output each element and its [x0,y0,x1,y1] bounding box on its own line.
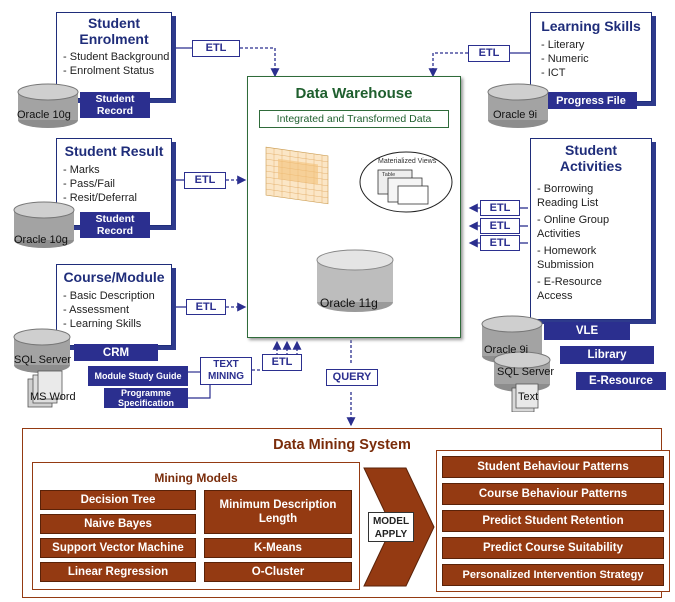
query-label: QUERY [326,369,378,386]
model-decision-tree: Decision Tree [40,490,196,510]
module-guide-bar: Module Study Guide [88,366,188,386]
warehouse-title: Data Warehouse [295,85,413,102]
activities-item: Borrowing Reading List [537,182,637,210]
output-course-behaviour: Course Behaviour Patterns [442,483,664,505]
activities-item: Online Group Activities [537,213,637,241]
result-box: Student Result Marks Pass/Fail Resit/Def… [56,138,172,226]
model-ocluster: O-Cluster [204,562,352,582]
activities-title-1: Student [564,142,618,158]
model-apply-label: MODEL APPLY [368,512,414,542]
etl-label: ETL [480,235,520,251]
crm-bar: CRM [74,344,158,361]
model-linear-regression: Linear Regression [40,562,196,582]
enrolment-title-1: Student [87,15,141,31]
table-label: Table [382,172,396,178]
database-icon [316,249,394,312]
activities-db2-label: SQL Server [497,366,555,378]
output-student-retention: Predict Student Retention [442,510,664,532]
enrolment-item: Enrolment Status [63,64,171,78]
activities-db3-label: Text [518,391,539,403]
course-word-label: MS Word [30,391,76,403]
result-item: Marks [63,163,171,177]
warehouse-db-label: Oracle 11g [320,296,378,310]
etl-label: ETL [186,299,226,315]
activities-item: Homework Submission [537,244,637,272]
activities-title-2: Activities [559,158,623,174]
course-box: Course/Module Basic Description Assessme… [56,264,172,346]
skills-item: Numeric [541,52,651,66]
etl-label: ETL [480,218,520,234]
matviews-label: Materialized Views [378,158,437,165]
activities-item: E-Resource Access [537,275,637,303]
oracle-database-icon [13,201,75,248]
result-item: Resit/Deferral [63,191,171,205]
output-intervention-strategy: Personalized Intervention Strategy [442,564,664,586]
course-db-label: SQL Server [14,354,72,366]
result-title: Student Result [64,143,164,159]
course-item: Assessment [63,303,171,317]
warehouse-subtitle: Integrated and Transformed Data [259,110,449,128]
output-course-suitability: Predict Course Suitability [442,537,664,559]
dms-title: Data Mining System [273,437,411,453]
skills-db-label: Oracle 9i [493,109,538,121]
database-stack-icon [13,328,71,408]
enrolment-record-bar: Student Record [80,92,150,118]
course-item: Basic Description [63,289,171,303]
etl-label: ETL [468,45,510,62]
vle-bar: VLE [544,322,630,340]
library-bar: Library [560,346,654,364]
etl-label: ETL [184,172,226,189]
activities-box: Student Activities Borrowing Reading Lis… [530,138,652,320]
result-record-bar: Student Record [80,212,150,238]
skills-box: Learning Skills Literary Numeric ICT [530,12,652,102]
enrolment-db-label: Oracle 10g [17,109,71,121]
mining-models-title: Mining Models [154,471,238,485]
oracle-database-icon [487,83,549,128]
etl-label: ETL [192,40,240,57]
etl-label: ETL [480,200,520,216]
result-db-label: Oracle 10g [14,234,68,246]
oracle-database-icon [17,83,79,128]
model-mdl: Minimum Description Length [204,490,352,534]
model-svm: Support Vector Machine [40,538,196,558]
progress-file-bar: Progress File [545,92,637,109]
skills-title: Learning Skills [541,18,641,34]
model-naive-bayes: Naive Bayes [40,514,196,534]
text-mining-label: TEXT MINING [200,357,252,385]
enrolment-title-2: Enrolment [79,31,149,47]
course-title: Course/Module [63,269,165,285]
etl-label: ETL [262,354,302,371]
skills-item: Literary [541,38,651,52]
model-kmeans: K-Means [204,538,352,558]
eresource-bar: E-Resource [576,372,666,390]
course-item: Learning Skills [63,317,171,331]
enrolment-item: Student Background [63,50,171,64]
materialized-views-icon [359,151,453,213]
data-cube-icon [265,146,329,205]
programme-spec-bar: Programme Specification [104,388,188,408]
result-item: Pass/Fail [63,177,171,191]
activities-db1-label: Oracle 9i [484,344,529,356]
output-student-behaviour: Student Behaviour Patterns [442,456,664,478]
enrolment-box: Student Enrolment Student Background Enr… [56,12,172,99]
database-stack-icon [481,315,551,412]
skills-item: ICT [541,66,651,80]
